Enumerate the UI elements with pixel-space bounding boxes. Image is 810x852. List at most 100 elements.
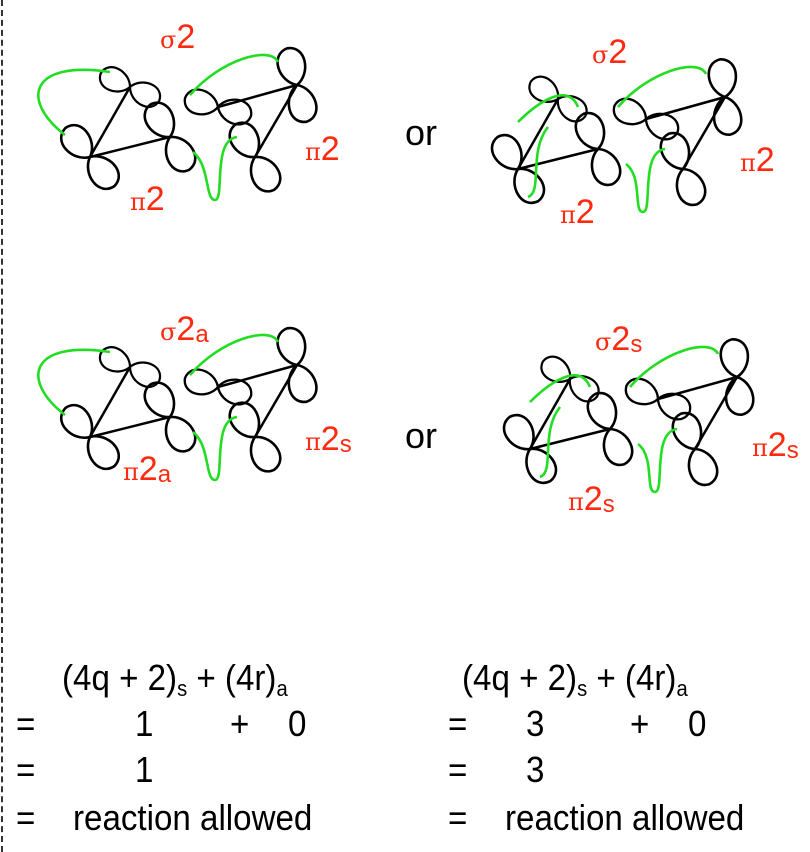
orbital-overlap-arc	[517, 94, 580, 123]
p-orbital-c2	[98, 66, 162, 108]
label-pi-right-tr: π2	[740, 141, 775, 179]
equals-sign: =	[16, 797, 36, 838]
orbital-overlap-arc	[189, 53, 280, 96]
orbital-overlap-arc	[192, 135, 238, 202]
orbital-overlap-arc	[37, 68, 111, 137]
orbital-overlap-arc	[629, 345, 720, 388]
sigma-bond-line	[657, 375, 738, 401]
orbital-lobe	[574, 111, 606, 151]
p-orbital-c3	[143, 381, 197, 453]
label-pi-right-br: π2s	[752, 426, 799, 464]
orbital-overlap-arc	[527, 126, 550, 199]
label-sigma-bl: σ2a	[160, 310, 209, 348]
orbital-lobe	[276, 326, 307, 367]
orbital-lobe	[164, 135, 197, 173]
orbital-overlap-arc	[539, 406, 562, 479]
sigma-bond-line	[528, 378, 572, 450]
orbital-lobe	[656, 392, 692, 421]
label-pi-bottom-tl: π2	[130, 180, 165, 218]
p-orbital-c2	[98, 346, 162, 388]
left-row1-value-a: 1	[135, 703, 154, 744]
p-orbital-c4	[276, 326, 318, 404]
p-orbital-c1	[59, 123, 121, 191]
orbital-lobe	[287, 363, 318, 404]
p-orbital-c4	[719, 337, 755, 417]
p-orbital-c1	[490, 133, 546, 205]
orbital-lobe	[671, 411, 703, 451]
orbital-diagram-br	[502, 337, 755, 494]
sigma-bond-line	[516, 98, 560, 170]
sigma-bond-line	[89, 135, 171, 159]
orbital-lobe	[249, 435, 282, 473]
orbital-overlap-arc	[189, 333, 280, 376]
orbital-overlap-arc	[192, 415, 238, 482]
orbital-lobe	[687, 447, 719, 487]
p-orbital-c6	[183, 368, 253, 406]
p-orbital-c5	[671, 411, 719, 487]
p-orbital-c4	[276, 46, 318, 124]
orbital-lobe	[590, 147, 622, 187]
right-row1-value-b: 0	[688, 703, 707, 744]
sigma-bond-line	[88, 366, 132, 438]
p-orbital-c2	[540, 355, 600, 403]
p-orbital-c6	[612, 97, 680, 141]
label-sigma-br: σ2s	[595, 320, 643, 358]
sigma-bond-line	[217, 363, 298, 389]
orbital-lobe	[502, 413, 535, 451]
p-orbital-c5	[228, 121, 282, 193]
orbital-lobe	[675, 167, 707, 207]
sigma-bond-line	[217, 83, 298, 109]
orbital-lobe	[586, 391, 618, 431]
orbital-diagram-tl	[37, 46, 318, 202]
equals-sign: =	[448, 749, 468, 790]
or-text-bottom: or	[405, 415, 438, 456]
label-sigma-tr: σ2	[592, 33, 628, 71]
left-row1-value-b: 0	[288, 703, 307, 744]
orbital-lobe	[712, 95, 743, 137]
p-orbital-c3	[143, 101, 197, 173]
equation-header-left: (4q + 2)s + (4r)a	[62, 657, 288, 701]
orbital-overlap-arc	[625, 147, 666, 214]
orbital-lobe	[98, 346, 132, 373]
orbital-diagram-bl	[37, 326, 318, 482]
orbital-lobe	[228, 401, 261, 439]
equals-sign: =	[16, 703, 36, 744]
orbital-lobe	[164, 415, 197, 453]
orbital-lobe	[86, 154, 121, 191]
p-orbital-c6	[624, 377, 692, 421]
orbital-lobe	[249, 155, 282, 193]
orbital-lobe	[525, 447, 558, 485]
orbital-lobe	[183, 88, 220, 116]
orbital-lobe	[59, 403, 94, 440]
orbital-overlap-arc	[637, 427, 678, 494]
p-orbital-c3	[574, 111, 622, 187]
orbital-lobe	[612, 97, 648, 126]
p-orbital-c3	[586, 391, 634, 467]
left-result: reaction allowed	[73, 797, 313, 838]
p-orbital-c5	[228, 401, 282, 473]
sigma-bond-line	[88, 86, 132, 158]
label-pi-right-tl: π2	[305, 130, 340, 168]
sigma-bond-line	[529, 427, 611, 451]
left-dashed-border	[1, 0, 3, 852]
orbital-lobe	[287, 83, 318, 124]
orbital-lobe	[659, 131, 691, 171]
orbital-lobe	[707, 57, 738, 99]
p-orbital-c2	[528, 75, 588, 123]
p-orbital-c1	[502, 413, 558, 485]
label-sigma-tl: σ2	[160, 18, 196, 56]
orbital-lobe	[59, 123, 94, 160]
orbital-lobe	[143, 101, 176, 139]
orbital-lobe	[216, 378, 253, 406]
orbital-diagram-tr	[490, 57, 743, 214]
p-orbital-c5	[659, 131, 707, 207]
orbital-overlap-arc	[529, 374, 592, 403]
orbital-lobe	[513, 167, 546, 205]
orbital-lobe	[128, 361, 162, 388]
right-result: reaction allowed	[505, 797, 745, 838]
equals-sign: =	[448, 797, 468, 838]
left-row2-value: 1	[135, 749, 154, 790]
orbital-lobe	[98, 66, 132, 93]
right-row1-plus: +	[630, 703, 650, 744]
right-row2-value: 3	[526, 749, 545, 790]
